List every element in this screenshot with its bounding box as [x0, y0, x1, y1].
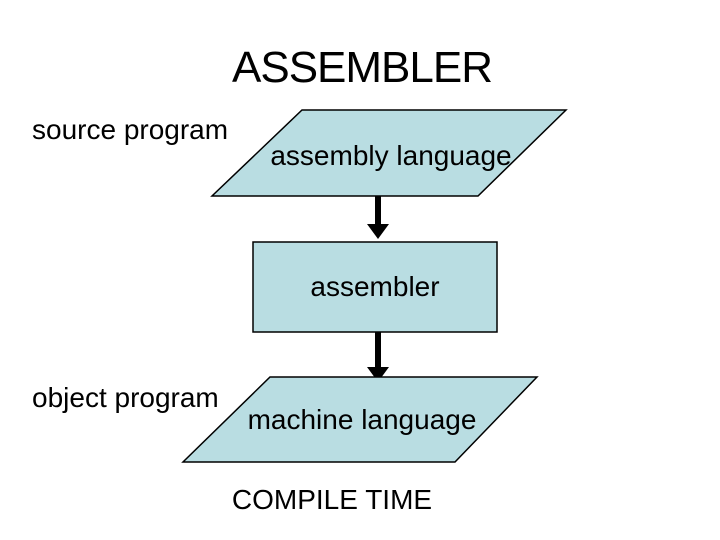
source-program-label: source program [32, 114, 229, 145]
rectangle-assembler [252, 241, 498, 333]
arrow-down-head-2 [367, 367, 389, 382]
arrow-down-shaft-2 [375, 332, 381, 368]
compile-time-caption: COMPILE TIME [231, 484, 433, 515]
arrow-down-head-1 [367, 224, 389, 239]
machine-language-node-label: machine language [247, 404, 477, 435]
assembler-node-label: assembler [310, 271, 440, 302]
slide-title: ASSEMBLER [232, 43, 493, 92]
parallelogram-machine-language [181, 376, 539, 463]
assembly-language-node-label: assembly language [270, 140, 512, 171]
object-program-label: object program [32, 382, 219, 413]
arrow-down-shaft-1 [375, 196, 381, 225]
parallelogram-assembly-language [210, 109, 568, 197]
